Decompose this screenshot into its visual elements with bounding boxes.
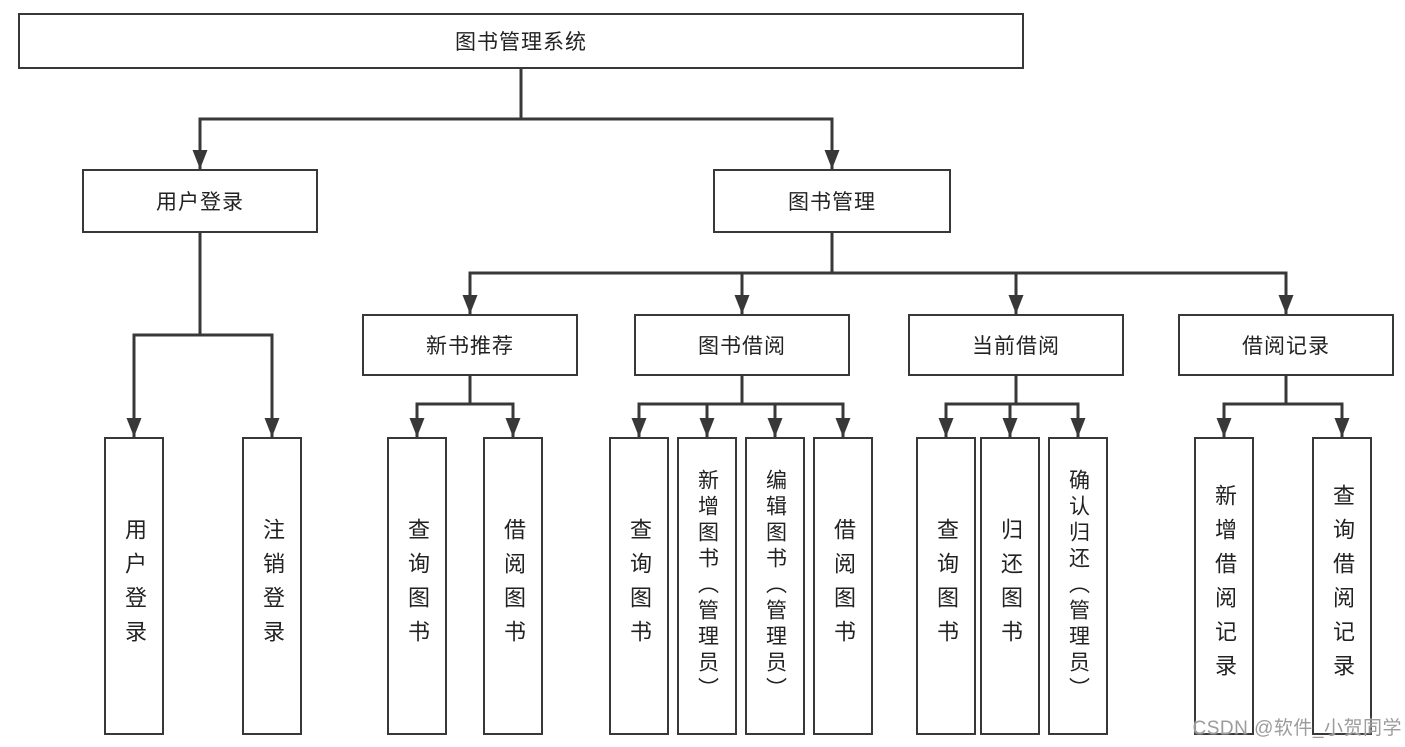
wire-current-borrowing-children (938, 376, 1086, 437)
node-label: 新书推荐 (426, 335, 514, 358)
node-label: 图书管理 (788, 191, 876, 214)
leaf-logout: 注销登录 (242, 437, 302, 735)
node-library-management-system: 图书管理系统 (18, 13, 1024, 69)
node-label: 借阅图书 (501, 518, 526, 654)
node-label: 新增借阅记录 (1212, 484, 1237, 688)
node-label: 确认归还（管理员） (1066, 469, 1090, 703)
node-label: 归还图书 (998, 518, 1023, 654)
wire-root-to-level2 (192, 69, 840, 169)
leaf-bb-edit-books-admin: 编辑图书（管理员） (745, 437, 805, 735)
node-label: 用户登录 (156, 191, 244, 214)
node-label: 查询图书 (934, 518, 959, 654)
wire-book-management-children (462, 233, 1294, 314)
leaf-cb-return-books: 归还图书 (980, 437, 1040, 735)
leaf-br-add-record: 新增借阅记录 (1194, 437, 1254, 735)
node-label: 图书借阅 (698, 335, 786, 358)
node-new-book-recommendation: 新书推荐 (362, 314, 578, 376)
node-label: 借阅记录 (1242, 335, 1330, 358)
node-label: 查询图书 (627, 518, 652, 654)
wire-borrowing-records-children (1216, 376, 1350, 437)
leaf-bb-query-books: 查询图书 (609, 437, 669, 735)
leaf-user-login: 用户登录 (104, 437, 164, 735)
node-label: 编辑图书（管理员） (763, 469, 787, 703)
node-label: 查询图书 (405, 518, 430, 654)
node-label: 注销登录 (260, 518, 285, 654)
leaf-nb-borrow-books: 借阅图书 (483, 437, 543, 735)
csdn-watermark: CSDN @软件_小贺同学 (1192, 718, 1402, 739)
node-label: 用户登录 (122, 518, 147, 654)
node-user-login: 用户登录 (82, 169, 318, 233)
leaf-cb-confirm-return-admin: 确认归还（管理员） (1048, 437, 1108, 735)
leaf-bb-borrow-books: 借阅图书 (813, 437, 873, 735)
node-label: 借阅图书 (831, 518, 856, 654)
node-label: 查询借阅记录 (1330, 484, 1355, 688)
wire-user-login-children (126, 233, 280, 437)
node-current-borrowing: 当前借阅 (908, 314, 1124, 376)
leaf-cb-query-books: 查询图书 (916, 437, 976, 735)
wire-new-book-children (409, 376, 521, 437)
wire-book-borrowing-children (631, 376, 851, 437)
leaf-nb-query-books: 查询图书 (387, 437, 447, 735)
leaf-br-query-record: 查询借阅记录 (1312, 437, 1372, 735)
node-label: 图书管理系统 (455, 31, 587, 54)
node-book-management: 图书管理 (713, 169, 951, 233)
node-label: 新增图书（管理员） (695, 469, 719, 703)
node-borrowing-records: 借阅记录 (1178, 314, 1394, 376)
node-book-borrowing: 图书借阅 (634, 314, 850, 376)
node-label: 当前借阅 (972, 335, 1060, 358)
leaf-bb-add-books-admin: 新增图书（管理员） (677, 437, 737, 735)
